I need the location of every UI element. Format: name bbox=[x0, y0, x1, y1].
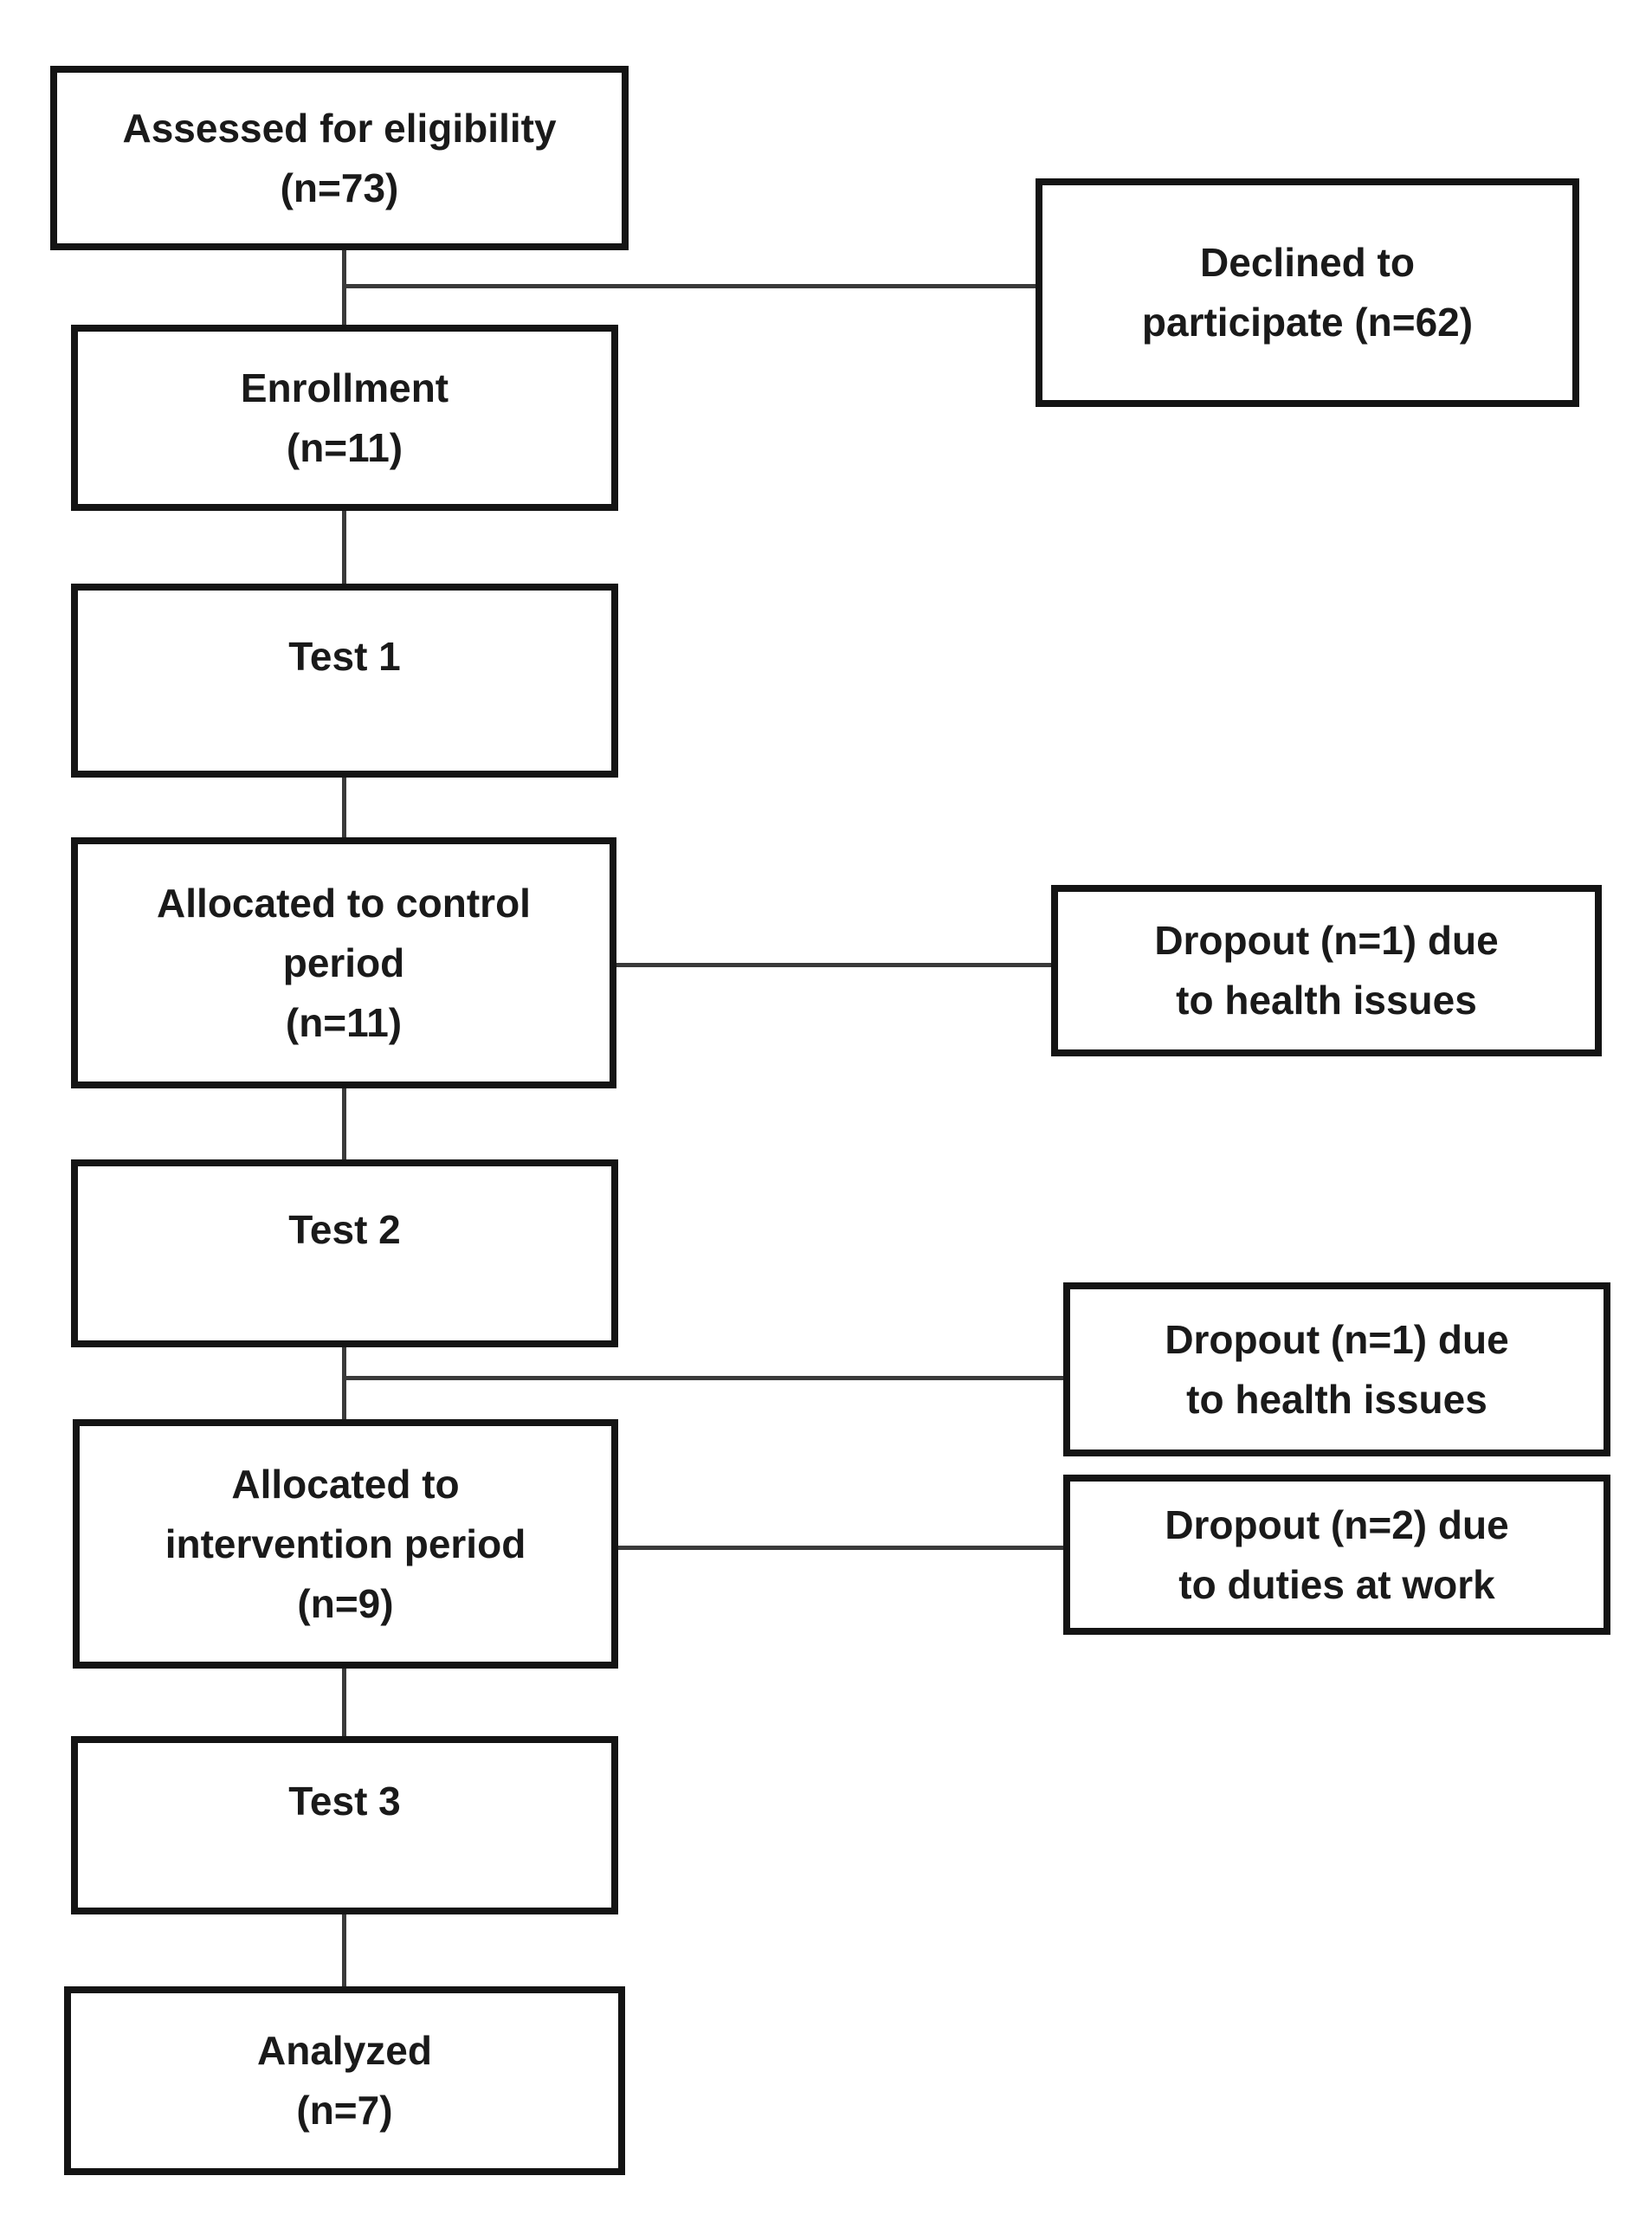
node-allocated-intervention: Allocated to intervention period (n=9) bbox=[73, 1419, 618, 1669]
edge-control-to-test2 bbox=[342, 1087, 346, 1161]
edge-branch-to-dropout-health-2 bbox=[342, 1376, 1063, 1380]
node-declined-to-participate: Declined to participate (n=62) bbox=[1036, 178, 1579, 407]
edge-intervention-to-dropout-work bbox=[615, 1546, 1063, 1550]
edge-test2-to-intervention bbox=[342, 1346, 346, 1421]
node-dropout-duties-at-work: Dropout (n=2) due to duties at work bbox=[1063, 1475, 1610, 1635]
node-dropout-health-issues-1: Dropout (n=1) due to health issues bbox=[1051, 885, 1602, 1056]
edge-branch-to-declined bbox=[342, 284, 1036, 288]
node-dropout-health-issues-2: Dropout (n=1) due to health issues bbox=[1063, 1282, 1610, 1456]
edge-control-to-dropout-health-1 bbox=[610, 963, 1052, 967]
edge-intervention-to-test3 bbox=[342, 1667, 346, 1738]
node-enrollment: Enrollment (n=11) bbox=[71, 325, 618, 511]
edge-test1-to-control bbox=[342, 776, 346, 839]
node-test-1: Test 1 bbox=[71, 584, 618, 778]
node-test-2: Test 2 bbox=[71, 1159, 618, 1347]
edge-test3-to-analyzed bbox=[342, 1913, 346, 1988]
node-allocated-control: Allocated to control period (n=11) bbox=[71, 837, 616, 1088]
node-analyzed: Analyzed (n=7) bbox=[64, 1986, 625, 2175]
node-test-3: Test 3 bbox=[71, 1736, 618, 1914]
edge-enrollment-to-test1 bbox=[342, 509, 346, 585]
node-assessed-eligibility: Assessed for eligibility (n=73) bbox=[50, 66, 629, 250]
edge-assessed-to-enrollment bbox=[342, 250, 346, 326]
